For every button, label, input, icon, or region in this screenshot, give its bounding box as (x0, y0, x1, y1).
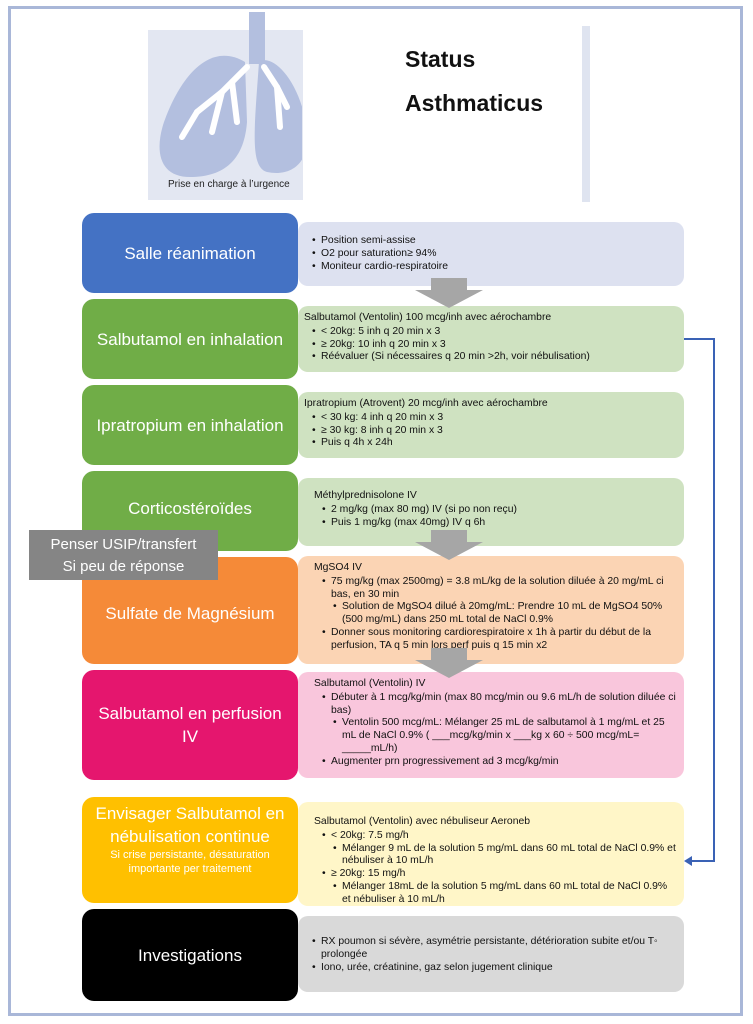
step-ipratropium: Ipratropium en inhalation (82, 385, 298, 465)
detail-ipratropium: Ipratropium (Atrovent) 20 mcg/inh avec a… (298, 392, 684, 458)
caption: Prise en charge à l’urgence (168, 179, 290, 190)
page-frame (8, 6, 743, 1016)
detail-nebulisation: Salbutamol (Ventolin) avec nébuliseur Ae… (298, 802, 684, 906)
step-nebulisation-subtitle: Si crise persistante, désaturation impor… (110, 849, 270, 875)
detail-corticosteroides: Méthylprednisolone IV 2 mg/kg (max 80 mg… (298, 478, 684, 546)
header-divider (582, 26, 590, 202)
step-salle-reanimation: Salle réanimation (82, 213, 298, 293)
down-arrow-2 (415, 530, 483, 560)
title-line2: Asthmaticus (405, 90, 544, 116)
detail-magnesium: MgSO4 IV 75 mg/kg (max 2500mg) = 3.8 mL/… (298, 556, 684, 664)
down-arrow-1 (415, 278, 483, 308)
lungs-icon (159, 12, 302, 177)
down-arrow-3 (415, 648, 483, 678)
title-line1: Status (405, 46, 476, 72)
step-investigations: Investigations (82, 909, 298, 1001)
detail-investigations: RX poumon si sévère, asymétrie persistan… (298, 916, 684, 992)
step-salbutamol-perfusion: Salbutamol en perfusion IV (82, 670, 298, 780)
step-nebulisation: Envisager Salbutamol en nébulisation con… (82, 797, 298, 903)
step-salbutamol-inhalation: Salbutamol en inhalation (82, 299, 298, 379)
detail-salbutamol-iv: Salbutamol (Ventolin) IV Débuter à 1 mcg… (298, 672, 684, 778)
connector-arrow (684, 338, 715, 866)
detail-salbutamol-inhalation: Salbutamol (Ventolin) 100 mcg/inh avec a… (298, 306, 684, 372)
usip-transfer-note: Penser USIP/transfert Si peu de réponse (29, 530, 218, 580)
detail-salle: Position semi-assise O2 pour saturation≥… (298, 222, 684, 286)
